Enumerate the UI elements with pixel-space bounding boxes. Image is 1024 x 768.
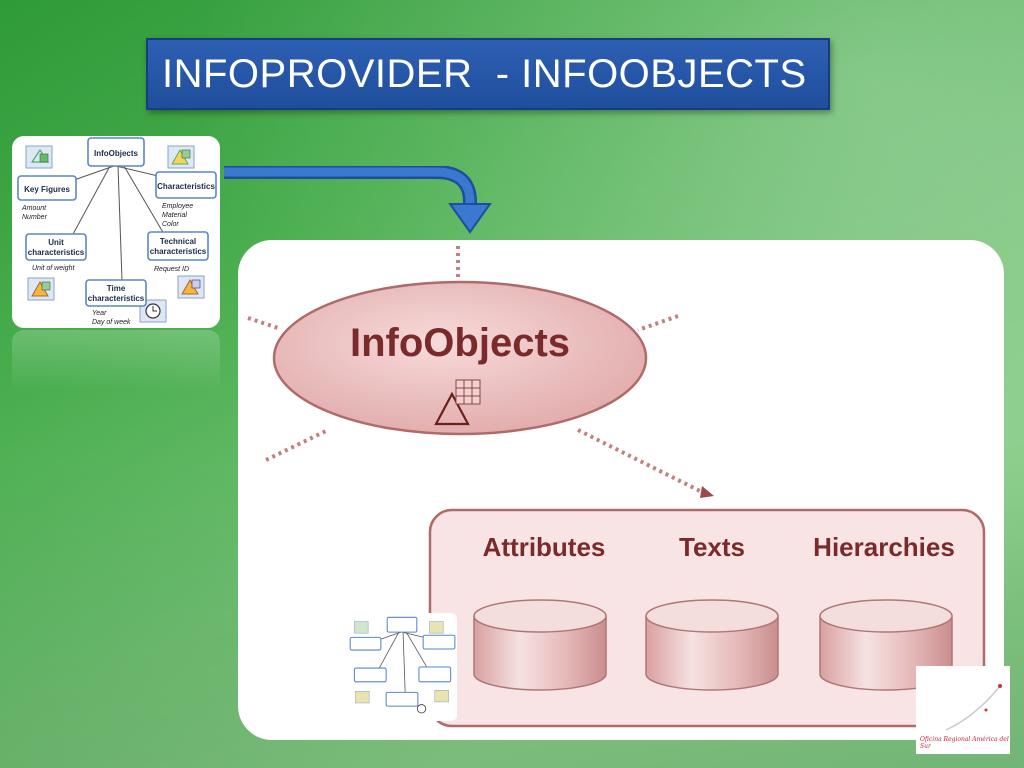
corner-logo: Oficina Regional América del Sur xyxy=(916,666,1010,754)
logo-graphic xyxy=(945,684,1002,731)
mini-thumbnail-svg xyxy=(349,616,456,714)
page-title: INFOPROVIDER - INFOOBJECTS xyxy=(162,52,807,96)
infoobjects-diagram: InfoObjects Attributes Texts Hierarchies xyxy=(247,246,986,728)
arrow-connector xyxy=(224,166,492,234)
svg-text:characteristics: characteristics xyxy=(150,247,207,256)
label-attributes: Attributes xyxy=(483,532,606,562)
mini-thumbnail xyxy=(347,613,457,721)
unit-example: Unit of weight xyxy=(32,265,75,272)
cube-icon xyxy=(25,145,53,169)
infoobject-icon xyxy=(434,379,481,426)
thumbnail-reflection xyxy=(12,330,220,390)
thumbnail-connectors xyxy=(71,165,165,281)
center-ellipse: InfoObjects xyxy=(272,280,648,436)
time-example-1: Year xyxy=(92,310,107,317)
svg-text:Technical: Technical xyxy=(160,237,196,246)
svg-text:InfoObjects: InfoObjects xyxy=(94,149,139,158)
node-time-characteristics: Time characteristics xyxy=(85,279,147,307)
infoobjects-thumbnail: InfoObjects Key Figures Amount Number Ch… xyxy=(12,136,220,328)
svg-text:Unit: Unit xyxy=(48,238,64,247)
time-example-2: Day of week xyxy=(92,319,131,326)
characteristics-example-2: Material xyxy=(162,212,187,219)
center-label: InfoObjects xyxy=(350,321,570,365)
cylinder-attributes-icon xyxy=(473,599,607,691)
technical-example: Request ID xyxy=(154,266,189,273)
triangle-grid-icon xyxy=(167,145,195,169)
svg-text:Key Figures: Key Figures xyxy=(24,185,70,194)
node-unit-characteristics: Unit characteristics xyxy=(25,233,87,261)
svg-text:characteristics: characteristics xyxy=(28,248,85,257)
ray-arrow-icon xyxy=(700,486,714,498)
key-figures-example-1: Amount xyxy=(21,205,47,212)
thumbnail-svg: InfoObjects Key Figures Amount Number Ch… xyxy=(17,137,217,326)
characteristics-example-1: Employee xyxy=(162,203,193,210)
warning-grid-icon xyxy=(27,277,55,301)
arrow-head-icon xyxy=(448,203,492,234)
clock-icon xyxy=(139,299,167,323)
svg-text:Time: Time xyxy=(107,284,126,293)
cylinder-texts-icon xyxy=(645,599,779,691)
key-figures-example-2: Number xyxy=(22,214,48,221)
label-texts: Texts xyxy=(679,532,745,562)
svg-text:Characteristics: Characteristics xyxy=(157,182,215,191)
label-hierarchies: Hierarchies xyxy=(813,532,955,562)
node-key-figures: Key Figures xyxy=(17,175,77,201)
node-infoobjects: InfoObjects xyxy=(87,137,145,167)
svg-text:characteristics: characteristics xyxy=(88,294,145,303)
node-characteristics: Characteristics xyxy=(155,171,217,199)
node-technical-characteristics: Technical characteristics xyxy=(147,231,209,261)
logo-text: Oficina Regional América del Sur xyxy=(920,736,1009,750)
characteristics-example-3: Color xyxy=(162,221,179,228)
title-banner: INFOPROVIDER - INFOOBJECTS xyxy=(146,38,830,110)
tech-grid-icon xyxy=(177,275,205,299)
